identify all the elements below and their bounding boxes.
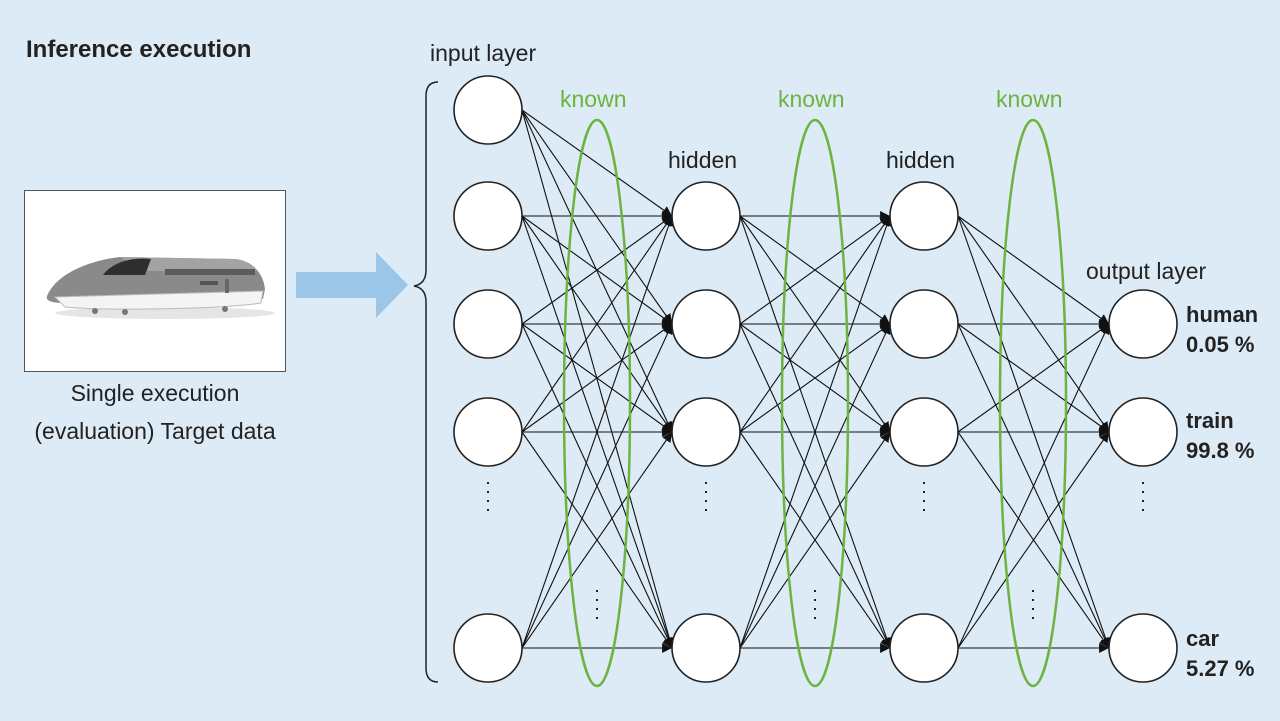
- edge-input-3-to-hidden1-0: [521, 215, 673, 433]
- edge-input-0-to-hidden1-3: [521, 109, 675, 649]
- train-icon: [46, 257, 275, 319]
- edge-input-2-to-hidden1-0: [521, 215, 673, 325]
- edge-input-0-to-hidden1-0: [521, 109, 673, 217]
- edge-hidden1-2-to-hidden2-1: [739, 323, 891, 433]
- output-train-name: train: [1186, 408, 1234, 433]
- edge-input-4-to-hidden1-2: [521, 431, 673, 649]
- target-caption-line1: Single execution: [70, 380, 240, 406]
- edge-hidden1-3-to-hidden2-1: [739, 323, 891, 649]
- node-input-2: [453, 289, 523, 359]
- edge-hidden2-3-to-output-1: [957, 431, 1110, 649]
- edge-hidden2-0-to-output-0: [957, 215, 1110, 325]
- known-label-3: known: [996, 86, 1063, 112]
- known-label-2: known: [778, 86, 845, 112]
- edge-hidden1-1-to-hidden2-0: [739, 215, 891, 325]
- output-human-probability: 0.05 %: [1186, 332, 1255, 357]
- hidden-layer-label-1: hidden: [668, 147, 738, 173]
- hidden-layer-label-2: hidden: [886, 147, 956, 173]
- known-weights: [562, 118, 1068, 688]
- edge-hidden2-2-to-output-0: [957, 323, 1110, 433]
- right-arrow-icon: [296, 252, 408, 318]
- output-car-probability: 5.27 %: [1186, 656, 1255, 681]
- diagram-title: Inference execution: [26, 36, 252, 63]
- node-input-3: [453, 397, 523, 467]
- known-ellipse-3: [998, 118, 1068, 688]
- node-input-1: [453, 181, 523, 251]
- input-brace: [413, 81, 439, 683]
- target-image-frame: [24, 190, 286, 372]
- edge-hidden1-3-to-hidden2-0: [739, 215, 892, 649]
- output-layer-label: output layer: [1086, 258, 1207, 284]
- edge-input-0-to-hidden1-2: [521, 109, 673, 433]
- output-train-probability: 99.8 %: [1186, 438, 1255, 463]
- node-hidden2-3: [889, 613, 959, 683]
- target-caption-line2: (evaluation) Target data: [34, 418, 276, 444]
- known-label-1: known: [560, 86, 627, 112]
- ellipsis-dots: [487, 482, 1144, 626]
- output-human-name: human: [1186, 302, 1259, 327]
- node-hidden2-0: [889, 181, 959, 251]
- neurons: [453, 75, 1178, 683]
- node-hidden1-1: [671, 289, 741, 359]
- output-human: human 0.05 %: [1186, 300, 1258, 360]
- node-output-1: [1108, 397, 1178, 467]
- node-hidden2-2: [889, 397, 959, 467]
- edge-input-4-to-hidden1-1: [521, 323, 673, 649]
- node-hidden2-1: [889, 289, 959, 359]
- connections: [521, 109, 1111, 653]
- output-train: train 99.8 %: [1186, 406, 1255, 466]
- node-output-0: [1108, 289, 1178, 359]
- node-output-2: [1108, 613, 1178, 683]
- edge-hidden1-3-to-hidden2-2: [739, 431, 891, 649]
- output-car: car 5.27 %: [1186, 624, 1255, 684]
- brace-path: [413, 81, 439, 683]
- edge-input-3-to-hidden1-1: [521, 323, 673, 433]
- output-car-name: car: [1186, 626, 1220, 651]
- edge-hidden2-3-to-output-0: [957, 323, 1110, 649]
- node-hidden1-0: [671, 181, 741, 251]
- known-ellipse-2: [780, 118, 850, 688]
- known-ellipse-1: [562, 118, 632, 688]
- node-input-0: [453, 75, 523, 145]
- node-input-4: [453, 613, 523, 683]
- node-hidden1-3: [671, 613, 741, 683]
- node-hidden1-2: [671, 397, 741, 467]
- input-layer-label: input layer: [430, 40, 537, 66]
- edge-input-4-to-hidden1-0: [521, 215, 674, 649]
- edge-hidden1-2-to-hidden2-0: [739, 215, 891, 433]
- edge-input-0-to-hidden1-1: [521, 109, 673, 325]
